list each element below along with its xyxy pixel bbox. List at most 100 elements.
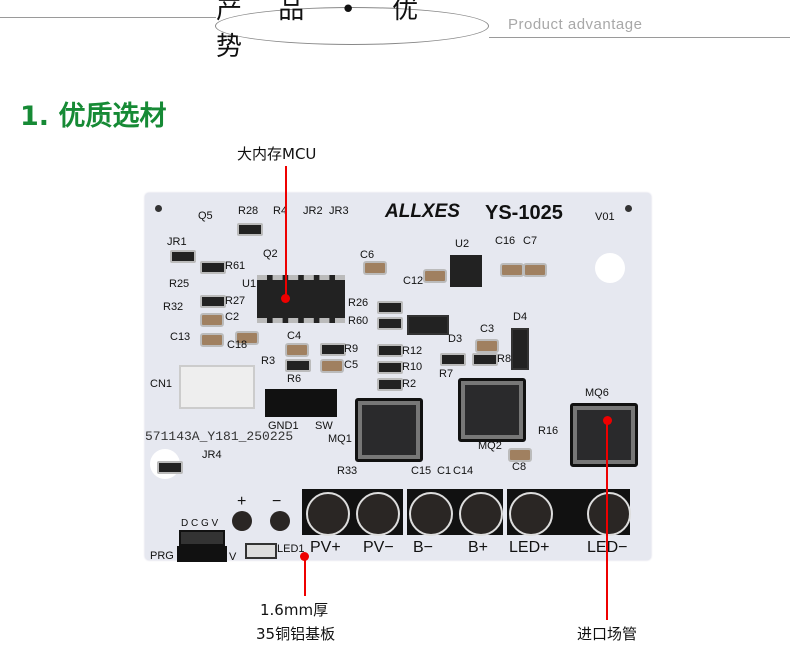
button-pads [265, 389, 337, 417]
resistor [377, 378, 403, 391]
pcb-silkscreen-label: C12 [403, 275, 424, 287]
callout-mosfet: 进口场管 [577, 625, 638, 643]
pcb-silkscreen-label: Q5 [198, 210, 213, 222]
callout-board-material: 35铜铝基板 [256, 625, 336, 643]
pcb-silkscreen-label: JR4 [202, 449, 222, 461]
pcb-silkscreen-label: R10 [402, 361, 423, 373]
pcb-silkscreen-label: R4 [273, 205, 288, 217]
pcb-silkscreen-label: R61 [225, 260, 246, 272]
pcb-silkscreen-label: V [229, 551, 237, 563]
pcb-silkscreen-label: R26 [348, 297, 369, 309]
capacitor [200, 333, 224, 347]
pcb-pad [232, 511, 252, 531]
led1 [245, 543, 277, 559]
pcb-silkscreen-label: SW [315, 420, 333, 432]
pcb-silkscreen-label: C18 [227, 339, 248, 351]
pcb-silkscreen-label: MQ6 [585, 387, 609, 399]
regulator-chip [450, 255, 482, 287]
pcb-silkscreen-label: JR2 [303, 205, 323, 217]
section-title: 1. 优质选材 [20, 101, 167, 132]
pcb-pad [177, 546, 227, 562]
pcb-silkscreen-label: + [237, 493, 247, 510]
capacitor [423, 269, 447, 283]
mosfet-mq6 [570, 403, 638, 467]
pcb-silkscreen-label: R6 [287, 373, 302, 385]
pcb-silkscreen-label: R28 [238, 205, 259, 217]
pcb-pad [179, 530, 225, 546]
mosfet-mq2 [458, 378, 526, 442]
callout-mcu: 大内存MCU [237, 145, 317, 163]
pcb-silkscreen-label: C16 [495, 235, 516, 247]
resistor [377, 361, 403, 374]
pcb-silkscreen-label: R12 [402, 345, 423, 357]
callout-board-thickness: 1.6mm厚 [260, 601, 329, 619]
resistor [377, 301, 403, 314]
terminal-pad [409, 492, 453, 536]
capacitor [363, 261, 387, 275]
resistor [320, 343, 346, 356]
terminal-label: B− [413, 539, 434, 556]
resistor [157, 461, 183, 474]
pcb-silkscreen-label: R33 [337, 465, 358, 477]
header-line-right [489, 37, 790, 38]
pcb-board-image: ALLXES YS-1025 V01 Q5 R28 R4 JR2 JR3 JR1… [145, 193, 651, 563]
pcb-silkscreen-label: − [272, 493, 282, 510]
pcb-silkscreen-label: R27 [225, 295, 246, 307]
header-subtitle: Product advantage [508, 16, 643, 33]
callout-line [285, 166, 287, 298]
pcb-silkscreen-label: D C G V [181, 518, 219, 529]
pcb-silkscreen-label: C8 [512, 461, 527, 473]
terminal-label: B+ [468, 539, 489, 556]
pcb-silkscreen-label: Q2 [263, 248, 278, 260]
terminal-label: PV+ [310, 539, 341, 556]
resistor [377, 317, 403, 330]
header-line-left [0, 17, 216, 18]
pcb-silkscreen-label: MQ1 [328, 433, 352, 445]
pcb-pad [625, 205, 632, 212]
terminal-pad [306, 492, 350, 536]
terminal-block-led [507, 489, 631, 536]
terminal-label: PV− [363, 539, 394, 556]
pcb-silkscreen-label: R25 [169, 278, 190, 290]
pcb-silkscreen-label: R60 [348, 315, 369, 327]
pcb-silkscreen-label: PRG [150, 550, 174, 562]
capacitor [235, 331, 259, 345]
pcb-silkscreen-label: U2 [455, 238, 470, 250]
pcb-silkscreen-label: D4 [513, 311, 528, 323]
brand-logo: ALLXES [385, 201, 460, 222]
mount-hole [595, 253, 625, 283]
pcb-silkscreen-label: GND1 [268, 420, 299, 432]
terminal-block-pv [302, 489, 403, 536]
pcb-pad [155, 205, 162, 212]
pcb-silkscreen-label: LED1 [277, 543, 305, 555]
pcb-silkscreen-label: C1 [437, 465, 452, 477]
resistor [237, 223, 263, 236]
capacitor [475, 339, 499, 353]
connector-cn1 [179, 365, 255, 409]
terminal-pad [587, 492, 631, 536]
capacitor [285, 343, 309, 357]
callout-line [304, 556, 306, 596]
pcb-silkscreen-label: C13 [170, 331, 191, 343]
pcb-silkscreen-label: C4 [287, 330, 302, 342]
pcb-silkscreen-label: R8 [497, 353, 512, 365]
pcb-silkscreen-label: MQ2 [478, 440, 502, 452]
pcb-pad [270, 511, 290, 531]
terminal-label: LED+ [509, 539, 550, 556]
terminal-pad [509, 492, 553, 536]
pcb-silkscreen-label: C2 [225, 311, 240, 323]
pcb-silkscreen-label: R3 [261, 355, 276, 367]
diode-d3 [407, 315, 449, 335]
terminal-pad [459, 492, 503, 536]
capacitor [508, 448, 532, 462]
pcb-silkscreen-label: C6 [360, 249, 375, 261]
pcb-silkscreen-label: D3 [448, 333, 463, 345]
resistor [440, 353, 466, 366]
pcb-silkscreen-label: R16 [538, 425, 559, 437]
resistor [285, 359, 311, 372]
callout-line [606, 420, 608, 620]
model-label: YS-1025 [485, 202, 563, 224]
mosfet-mq1 [355, 398, 423, 462]
pcb-silkscreen-label: R7 [439, 368, 454, 380]
